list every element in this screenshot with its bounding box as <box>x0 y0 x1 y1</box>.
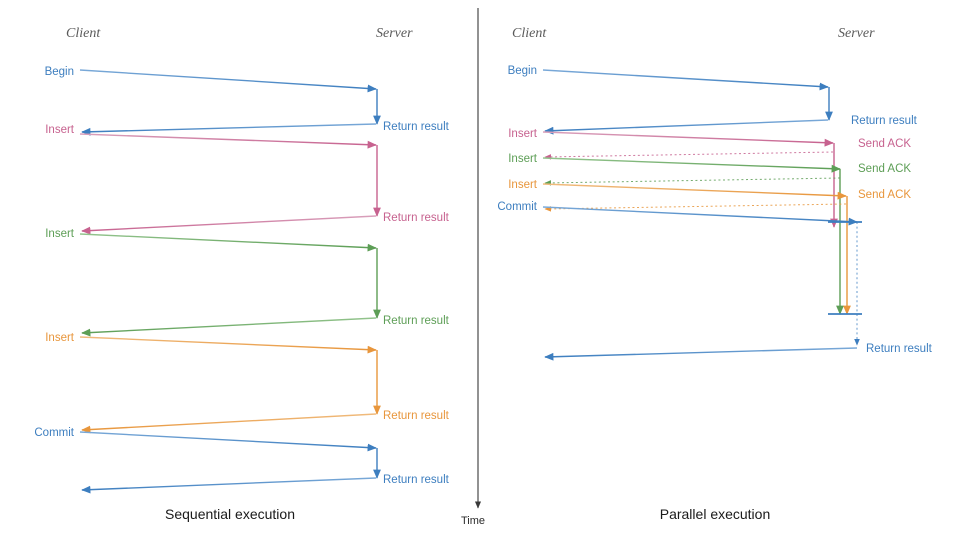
client-message-label-4: Commit <box>497 201 537 213</box>
panel-caption-parallel: Parallel execution <box>660 506 771 522</box>
server-message-label-1: Return result <box>383 212 450 224</box>
insert-2-async-ack-arrow <box>544 177 841 186</box>
begin-request-request-arrow <box>79 69 377 93</box>
client-message-label-0: Begin <box>45 66 74 78</box>
insert-2-async-request-arrow <box>542 157 841 173</box>
actor-label-client: Client <box>512 26 547 41</box>
server-message-label-0: Return result <box>383 121 450 133</box>
client-message-label-2: Insert <box>508 153 538 165</box>
client-message-label-4: Commit <box>34 427 74 439</box>
server-message-label-0: Return result <box>851 115 918 127</box>
server-message-label-2: Return result <box>383 315 450 327</box>
actor-label-client: Client <box>66 26 101 41</box>
server-message-label-3: Return result <box>383 410 450 422</box>
time-axis-label: Time <box>461 515 485 527</box>
client-message-label-1: Insert <box>45 124 75 136</box>
insert-3-async-ack-arrow <box>544 203 847 212</box>
insert-2-request-arrow <box>79 233 377 252</box>
insert-1-async-ack-arrow <box>544 151 834 160</box>
server-message-label-2: Send ACK <box>858 163 911 175</box>
client-message-label-2: Insert <box>45 228 75 240</box>
time-divider-layer: Time <box>461 8 485 527</box>
client-message-label-3: Insert <box>45 332 75 344</box>
begin-request-request-arrow <box>542 69 829 91</box>
insert-3-async-request-arrow <box>542 183 847 200</box>
actor-label-server: Server <box>838 26 875 41</box>
client-message-label-1: Insert <box>508 128 538 140</box>
commit-response-arrow <box>544 347 858 361</box>
insert-2-response-arrow <box>81 317 377 337</box>
commit-request-arrow <box>79 431 377 452</box>
begin-request-response-arrow <box>544 119 829 135</box>
insert-1-async-request-arrow <box>542 131 834 147</box>
commit-response-arrow <box>81 477 377 494</box>
insert-1-response-arrow <box>81 215 377 235</box>
server-message-label-3: Send ACK <box>858 189 911 201</box>
actor-label-server: Server <box>376 26 413 41</box>
insert-3-request-arrow <box>79 336 377 354</box>
client-message-label-0: Begin <box>508 65 537 77</box>
begin-request-response-arrow <box>81 123 377 136</box>
server-message-label-4: Return result <box>383 474 450 486</box>
insert-3-response-arrow <box>81 413 377 434</box>
server-message-label-4: Return result <box>866 343 933 355</box>
panel-caption-sequential: Sequential execution <box>165 506 295 522</box>
client-message-label-3: Insert <box>508 179 538 191</box>
server-message-label-1: Send ACK <box>858 138 911 150</box>
commit-request-arrow <box>542 206 858 226</box>
insert-1-request-arrow <box>79 133 377 149</box>
